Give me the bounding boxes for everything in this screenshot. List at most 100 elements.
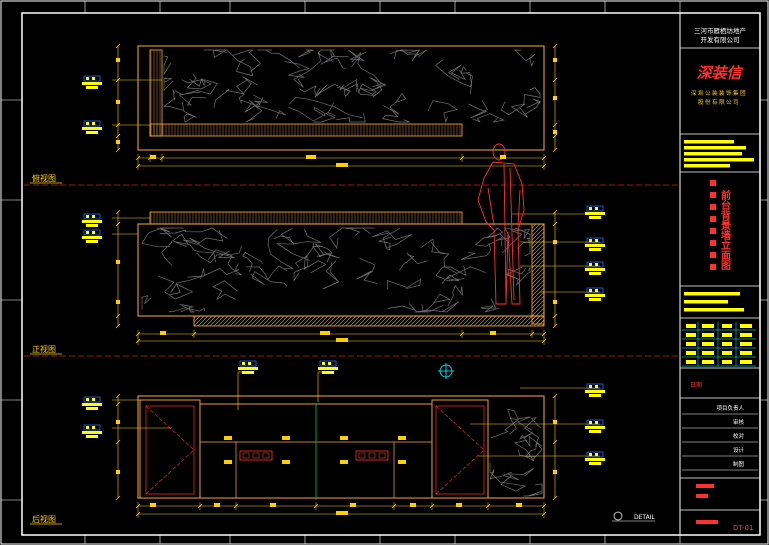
annotation-tag-fill xyxy=(595,453,598,456)
dim-value xyxy=(553,96,557,100)
dim-value xyxy=(116,140,120,144)
dim-value xyxy=(553,130,557,134)
dim-tick xyxy=(115,133,121,139)
revision-grid xyxy=(682,322,756,367)
marble-vein xyxy=(339,78,380,96)
marble-vein xyxy=(441,266,486,284)
company-name-line-1: 三河市雁栖坊地产 xyxy=(694,26,747,35)
dim-tick xyxy=(115,122,121,128)
dim-value xyxy=(116,100,120,104)
annotation-tag-fill xyxy=(595,289,598,292)
marble-vein xyxy=(156,227,174,238)
annotation-tag-fill xyxy=(92,77,95,80)
marble-vein xyxy=(240,99,287,119)
annotation-tag-fill xyxy=(92,398,95,401)
title-block-notes xyxy=(684,140,754,312)
dim-tick xyxy=(115,77,121,83)
marble-vein xyxy=(468,100,489,119)
annotation-tag-fill xyxy=(589,453,592,456)
annotation-tag xyxy=(239,360,257,367)
annotation-tag-fill xyxy=(589,263,592,266)
annotation-tag-text xyxy=(82,82,102,85)
marble-vein xyxy=(514,49,536,67)
view-label-top: 俯视图 xyxy=(32,173,56,183)
dim-value xyxy=(336,511,348,515)
annotation-tag-fill xyxy=(86,398,89,401)
dim-value xyxy=(306,155,316,159)
marble-vein xyxy=(163,55,172,76)
dim-value xyxy=(116,260,120,264)
dim-value xyxy=(553,470,557,474)
marble-vein xyxy=(502,467,535,481)
marble-vein xyxy=(480,298,499,313)
annotation-tag-fill xyxy=(86,77,89,80)
detail-label: DETAIL xyxy=(634,514,655,521)
annotation-tag-fill xyxy=(589,421,592,424)
dim-value xyxy=(150,155,156,159)
date-label: 日期 xyxy=(690,381,702,389)
annotation-tag xyxy=(586,451,604,458)
marble-vein xyxy=(345,227,375,234)
grid-cell xyxy=(722,351,732,355)
marble-vein xyxy=(435,265,467,282)
marble-vein xyxy=(525,441,543,460)
annotation-tag-fill xyxy=(595,421,598,424)
annotation-tag-fill xyxy=(242,362,245,365)
annotation-tag-text xyxy=(82,236,102,239)
dim-tick xyxy=(552,43,558,49)
annotation-tag-text xyxy=(82,127,102,130)
annotation-tag-fill xyxy=(595,263,598,266)
marble-vein xyxy=(519,432,543,447)
dim-value xyxy=(150,503,156,507)
annotation-tag-text xyxy=(318,367,338,370)
marble-vein xyxy=(168,307,205,313)
marble-vein xyxy=(348,49,367,68)
label-marker xyxy=(398,460,406,464)
grid-cell xyxy=(722,360,732,364)
marble-vein xyxy=(372,230,412,248)
dim-tick xyxy=(552,313,558,319)
marble-vein xyxy=(351,52,382,88)
dim-tick xyxy=(552,122,558,128)
marble-vein xyxy=(489,462,503,480)
annotation-tag xyxy=(586,237,604,244)
view-label-front: 正视图 xyxy=(32,344,56,354)
dim-tick xyxy=(552,147,558,153)
role-label: 审核 xyxy=(733,418,745,426)
annotation-tag-fill xyxy=(86,231,89,234)
grid-cell xyxy=(702,360,714,364)
label-marker xyxy=(398,436,406,440)
marble-vein xyxy=(336,112,366,123)
marble-vein xyxy=(163,78,174,92)
annotation-tag-text xyxy=(86,86,98,89)
marble-vein xyxy=(141,295,152,310)
dim-value xyxy=(410,503,416,507)
design-firm-name-line-2: 股份有限公司 xyxy=(698,98,740,106)
marble-vein xyxy=(162,89,184,111)
front-view xyxy=(112,143,600,342)
marble-vein xyxy=(427,100,458,124)
annotation-tag xyxy=(319,360,337,367)
marble-vein xyxy=(320,49,347,69)
dim-value xyxy=(516,503,522,507)
annotation-tag-fill xyxy=(595,207,598,210)
annotation-tag-text xyxy=(86,131,98,134)
marble-vein xyxy=(314,243,333,263)
annotation-tag-text xyxy=(242,371,254,374)
dim-tick xyxy=(552,77,558,83)
annotation-tag-fill xyxy=(589,385,592,388)
grid-cell xyxy=(740,342,752,346)
marble-vein xyxy=(500,101,528,118)
dim-value xyxy=(553,300,557,304)
title-glyph xyxy=(710,228,716,234)
stamp-mark xyxy=(696,494,708,498)
grid-cell xyxy=(702,342,714,346)
grid-cell xyxy=(740,324,752,328)
dim-tick xyxy=(552,209,558,215)
marble-pattern-front xyxy=(141,226,531,313)
marble-vein xyxy=(387,303,428,313)
switch-button xyxy=(262,452,270,459)
detail-mark xyxy=(612,511,655,522)
top-view xyxy=(112,45,556,167)
label-marker xyxy=(282,460,290,464)
